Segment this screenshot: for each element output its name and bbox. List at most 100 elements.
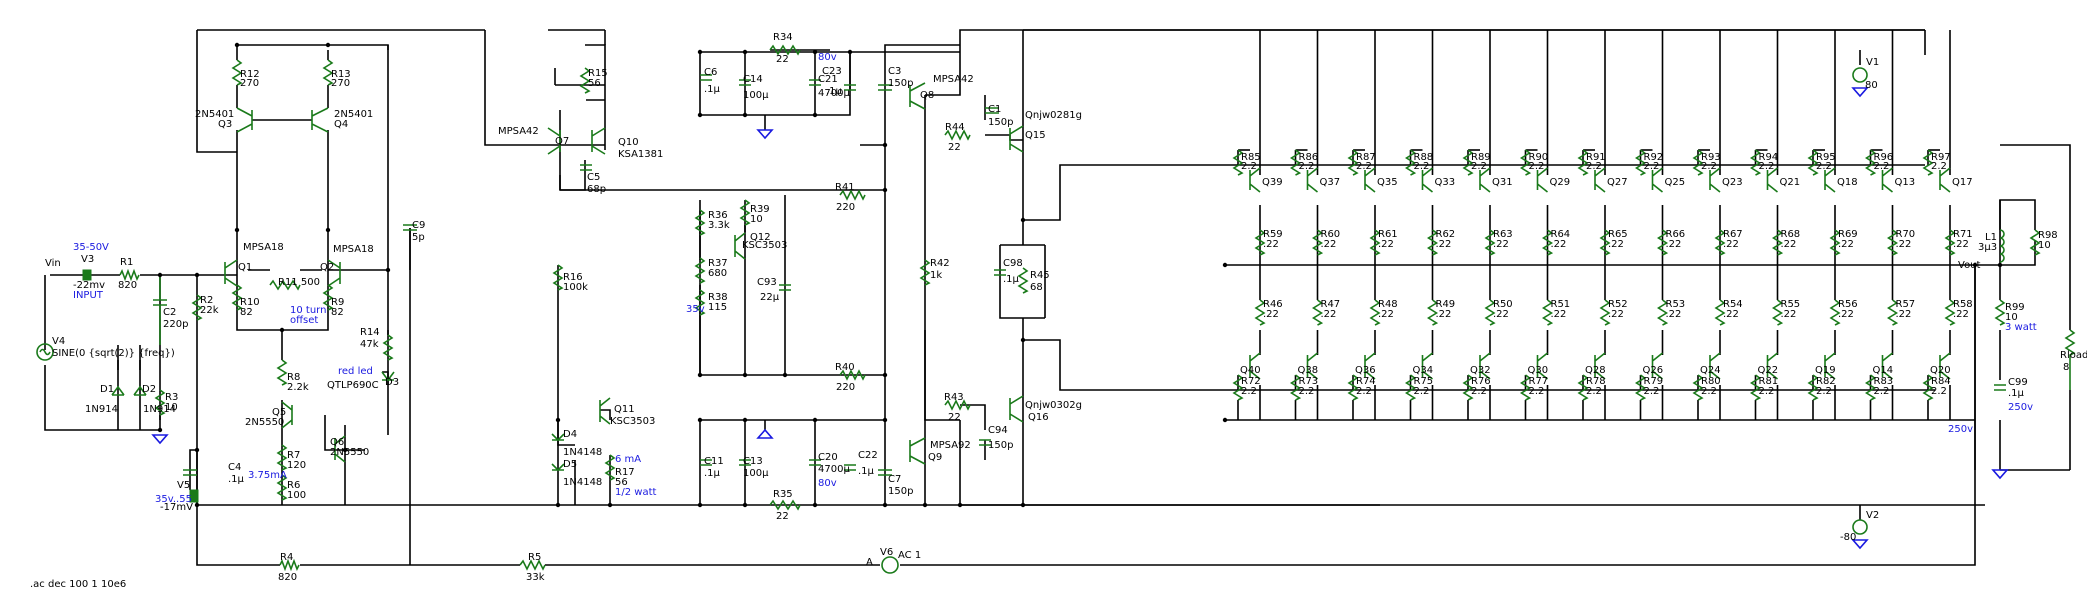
lbl-vout: Vout xyxy=(1958,260,1981,271)
lbl-r13: R13 xyxy=(331,69,351,80)
r8-resistor xyxy=(276,359,288,386)
lbl-r98v: 10 xyxy=(2038,240,2051,251)
junction-dot xyxy=(1020,217,1026,223)
lbl-r9: R9 xyxy=(331,297,344,308)
lbl-ue-2: R61 xyxy=(1378,229,1398,240)
lbl-lbv-10: 2.2 xyxy=(1816,386,1832,397)
lbl-d4: D4 xyxy=(563,429,577,440)
lbl-uq-3: Q33 xyxy=(1435,177,1456,188)
lbl-ue-3: R62 xyxy=(1436,229,1456,240)
lbl-lev-4: .22 xyxy=(1493,309,1509,320)
junction-dot xyxy=(1020,337,1026,343)
lbl-v1v: 80 xyxy=(1865,80,1878,91)
lbl-r17v: 56 xyxy=(615,477,628,488)
junction-dot xyxy=(742,372,748,378)
lbl-v5v: 35v..55 xyxy=(155,494,192,505)
junction-dot xyxy=(882,142,888,148)
lbl-lbv-9: 2.2 xyxy=(1759,386,1775,397)
lbl-ubv-11: 2.2 xyxy=(1874,161,1890,172)
v4-source xyxy=(36,343,54,361)
lbl-le-7: R53 xyxy=(1666,299,1686,310)
c22-capacitor xyxy=(844,464,856,471)
lbl-ksc3503: KSC3503 xyxy=(742,240,787,251)
lbl-lb-3: R75 xyxy=(1414,376,1434,387)
lbl-lq-0: Q40 xyxy=(1240,365,1261,376)
lbl-r4: R4 xyxy=(280,552,293,563)
lbl-ubv-6: 2.2 xyxy=(1586,161,1602,172)
lbl-lev-12: .22 xyxy=(1953,309,1969,320)
lbl-r14v: 47k xyxy=(360,339,379,350)
r4-resistor xyxy=(279,558,300,572)
lbl-c13v: 100µ xyxy=(743,468,769,479)
lbl-r6: R6 xyxy=(287,480,300,491)
lbl-r37v: 680 xyxy=(708,268,727,279)
lbl-r39: R39 xyxy=(750,204,770,215)
lbl-c6: C6 xyxy=(704,67,717,78)
lbl-r5v: 33k xyxy=(526,572,545,583)
r11-resistor xyxy=(269,279,301,291)
c7-capacitor xyxy=(878,469,892,476)
r3-resistor xyxy=(154,389,166,416)
junction-dot xyxy=(882,372,888,378)
lbl-c11: C11 xyxy=(704,456,724,467)
lbl-qnj302: Qnjw0302g xyxy=(1025,400,1082,411)
c14-capacitor xyxy=(739,79,751,86)
r41-resistor xyxy=(839,189,866,201)
q1-transistor xyxy=(224,259,238,287)
lower-emit-res-12 xyxy=(1944,299,1956,326)
lbl-uq-9: Q21 xyxy=(1780,177,1801,188)
lbl-lbv-2: 2.2 xyxy=(1356,386,1372,397)
c23-capacitor xyxy=(844,84,856,91)
c98-capacitor xyxy=(994,269,1006,276)
lower-q-11 xyxy=(1881,352,1893,380)
lbl-r45v: 68 xyxy=(1030,282,1043,293)
r13-resistor xyxy=(322,59,334,86)
junction-dot xyxy=(1020,502,1026,508)
lower-base-res-5 xyxy=(1519,374,1532,401)
lbl-r41: R41 xyxy=(835,182,855,193)
lbl-c5v: 68p xyxy=(587,184,606,195)
lbl-lb-5: R77 xyxy=(1529,376,1549,387)
lbl-v3: V3 xyxy=(81,254,94,265)
lbl-ubv-0: 2.2 xyxy=(1241,161,1257,172)
junction-dot xyxy=(1997,262,2003,268)
lbl-r11: R11 500 xyxy=(278,277,320,288)
lbl-c14v: 100µ xyxy=(743,90,769,101)
lbl-uq-12: Q17 xyxy=(1952,177,1973,188)
grounds xyxy=(151,87,2009,550)
upper-base-res-5 xyxy=(1519,149,1532,176)
junction-dot xyxy=(1222,262,1228,268)
junction-dot xyxy=(1222,417,1228,423)
lbl-uev-11: .22 xyxy=(1896,239,1912,250)
lbl-lev-8: .22 xyxy=(1723,309,1739,320)
lbl-ub-10: R95 xyxy=(1816,152,1836,163)
upper-base-res-3 xyxy=(1404,149,1417,176)
lbl-r3v: 10 xyxy=(165,402,178,413)
upper-base-res-8 xyxy=(1692,149,1704,176)
lbl-vin: Vin xyxy=(45,258,61,269)
lbl-lb-8: R80 xyxy=(1701,376,1721,387)
lbl-uq-1: Q37 xyxy=(1320,177,1341,188)
l1-inductor xyxy=(1999,229,2005,263)
lbl-lbv-3: 2.2 xyxy=(1414,386,1430,397)
lbl-q10: Q10 xyxy=(618,137,639,148)
lbl-uq-5: Q29 xyxy=(1550,177,1571,188)
lbl-r1v: 820 xyxy=(118,280,137,291)
q12-transistor xyxy=(734,232,746,260)
junction-dot xyxy=(742,49,748,55)
lower-base-res-8 xyxy=(1692,374,1704,401)
lbl-lbv-7: 2.2 xyxy=(1644,386,1660,397)
lbl-c11v: .1µ xyxy=(704,468,721,479)
lbl-r99v: 10 xyxy=(2005,312,2018,323)
upper-q-2 xyxy=(1364,167,1376,193)
lbl-c20: C20 xyxy=(818,452,838,463)
lbl-r43v: 22 xyxy=(948,412,961,423)
upper-emit-res-10 xyxy=(1829,229,1841,256)
lbl-le-5: R51 xyxy=(1551,299,1571,310)
junction-dot xyxy=(234,42,240,48)
c93-capacitor xyxy=(779,284,791,291)
lbl-w3: 3 watt xyxy=(2005,322,2037,333)
lbl-mpsa42b: MPSA42 xyxy=(933,74,974,85)
r42-resistor xyxy=(919,259,931,286)
